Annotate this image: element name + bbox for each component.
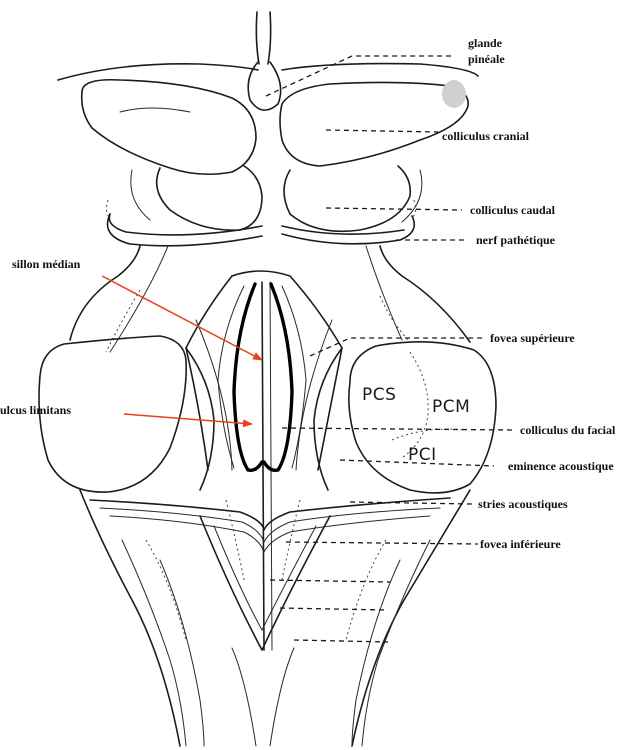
- lateral-recess-contour: [185, 319, 343, 491]
- label-nerf-pathetique: nerf pathétique: [476, 233, 556, 247]
- stries-acoustiques-leader: [349, 501, 473, 505]
- sulcus-limitans-arrow: [123, 413, 253, 428]
- label-fovea-inferieure: fovea inférieure: [480, 537, 561, 551]
- label-sulcus-limitans: ulcus limitans: [0, 403, 71, 417]
- pcs-label: PCS: [362, 385, 396, 405]
- left-peduncle-shape: [38, 335, 187, 493]
- thalamus-outline: [57, 62, 479, 81]
- right-peduncle-shape: [348, 341, 497, 494]
- sillon-median-arrow: [101, 275, 263, 361]
- sulcus-limitans-shape: [232, 282, 294, 473]
- label-colliculus-facial: colliculus du facial: [520, 423, 616, 437]
- leader-unlabeled-2: [279, 607, 387, 611]
- nerf-pathetique-shape: [105, 199, 417, 247]
- leader-unlabeled-3: [293, 639, 389, 643]
- colliculus-caudal-shape: [130, 165, 423, 233]
- label-eminence-acoustique: eminence acoustique: [508, 459, 614, 473]
- leader-lines: [265, 55, 513, 643]
- colliculus-facial-leader: [281, 427, 513, 431]
- pcm-label: PCM: [432, 397, 470, 417]
- colliculus-caudal-leader: [325, 207, 463, 211]
- eminence-acoustique-leader: [339, 459, 495, 467]
- label-fovea-superieure: fovea supérieure: [490, 331, 575, 345]
- medulla-contour: [79, 489, 471, 747]
- stries-acoustiques-shape: [89, 497, 451, 554]
- colliculus-cranial-shape: [80, 78, 469, 176]
- pineal-gland-shape: [247, 11, 282, 111]
- label-colliculus-caudal: colliculus caudal: [470, 203, 556, 217]
- fovea-superieure-leader: [309, 337, 484, 357]
- pci-label: PCI: [408, 445, 437, 465]
- label-colliculus-cranial: colliculus cranial: [442, 129, 530, 143]
- leader-unlabeled-1: [269, 579, 391, 583]
- label-pineale: pinéale: [468, 52, 505, 66]
- label-glande: glande: [468, 36, 503, 50]
- midbrain-contour: [69, 245, 471, 353]
- label-stries-acoustiques: stries acoustiques: [478, 497, 568, 511]
- label-sillon-median: sillon médian: [12, 257, 81, 271]
- colliculus-cranial-leader: [325, 129, 439, 133]
- glande-leader: [265, 55, 452, 97]
